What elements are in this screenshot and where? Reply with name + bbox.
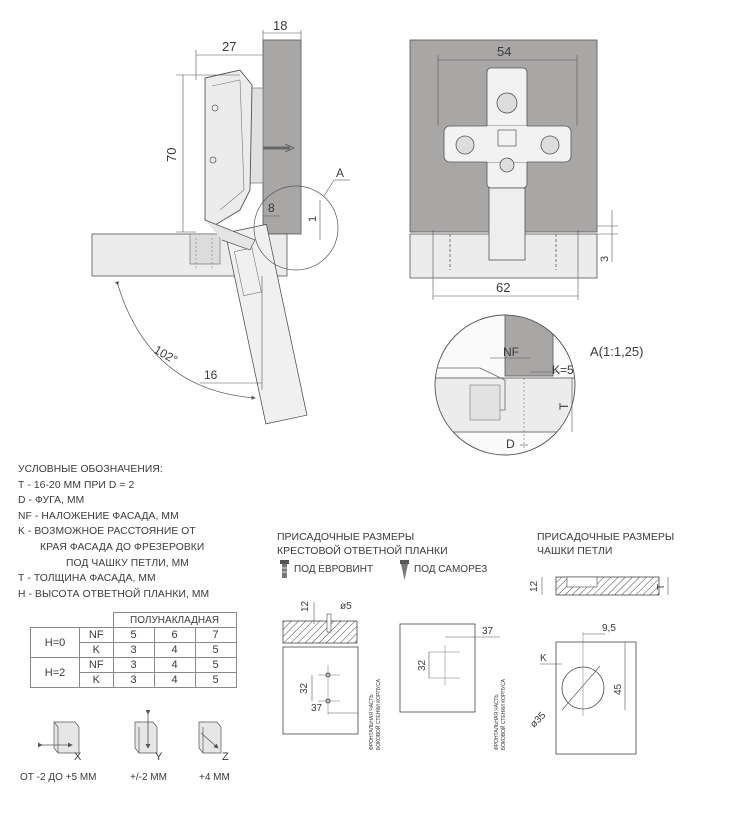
cross-side-text-2: БОКОВОЙ СТЕНКИ КОРПУСА bbox=[374, 678, 382, 750]
adjust-y-caption: +/-2 ММ bbox=[130, 772, 167, 783]
detail-t: T bbox=[557, 402, 571, 410]
adjust-x-caption: ОТ -2 ДО +5 ММ bbox=[20, 772, 97, 783]
cross-side-text-4: БОКОВОЙ СТЕНКИ КОРПУСА bbox=[499, 678, 507, 750]
legend-k-cont-2: ПОД ЧАШКУ ПЕТЛИ, ММ bbox=[66, 557, 189, 569]
cup-dim-95: 9,5 bbox=[602, 623, 616, 634]
adjust-icons: X Y Z bbox=[38, 710, 229, 763]
cube-y-icon: Y bbox=[134, 710, 163, 763]
detail-nf: NF bbox=[503, 345, 519, 359]
adjust-z-caption: +4 ММ bbox=[199, 772, 230, 783]
wood-screw-icon bbox=[400, 560, 409, 580]
euro-screw-label: ПОД ЕВРОВИНТ bbox=[294, 564, 374, 575]
table-cell: 3 bbox=[112, 672, 155, 688]
cube-z-icon: Z bbox=[198, 721, 229, 763]
table-header: ПОЛУНАКЛАДНАЯ bbox=[112, 612, 237, 628]
dim-16: 16 bbox=[204, 368, 218, 382]
legend-t: Т - 16-20 ММ ПРИ D = 2 bbox=[18, 479, 135, 491]
cross-plate-drawings: 12 ø5 32 37 ФРОНТАЛЬНАЯ ЧАСТЬ БОКОВОЙ СТ… bbox=[280, 560, 507, 750]
cross-plate-title-2: КРЕСТОВОЙ ОТВЕТНОЙ ПЛАНКИ bbox=[277, 545, 448, 557]
table-k-label: K bbox=[79, 642, 114, 658]
table-cell: 5 bbox=[112, 627, 155, 643]
table-h0: H=0 bbox=[30, 627, 80, 658]
dim-1: 1 bbox=[307, 216, 319, 222]
detail-a: NF K=5 T D A(1:1,25) bbox=[434, 314, 643, 456]
cup-title-2: ЧАШКИ ПЕТЛИ bbox=[537, 545, 613, 557]
table-cell: 3 bbox=[112, 657, 155, 673]
wood-screw-label: ПОД САМОРЕЗ bbox=[414, 564, 488, 575]
table-k-label: K bbox=[79, 672, 114, 688]
dim-70: 70 bbox=[164, 148, 179, 162]
cross-dim-37a: 37 bbox=[311, 703, 323, 714]
table-cell: 5 bbox=[194, 642, 237, 658]
adjust-y-label: Y bbox=[155, 751, 163, 763]
callout-a: A bbox=[336, 166, 344, 180]
dim-54: 54 bbox=[497, 44, 511, 59]
front-view: 54 62 3 bbox=[409, 39, 618, 300]
cross-dim-32b: 32 bbox=[417, 659, 428, 671]
cup-dim-35: ø35 bbox=[528, 710, 548, 730]
detail-title: A(1:1,25) bbox=[590, 344, 643, 359]
table-cell: 4 bbox=[153, 642, 196, 658]
dim-18: 18 bbox=[273, 18, 287, 33]
cup-dim-45: 45 bbox=[613, 683, 624, 695]
cup-title: ПРИСАДОЧНЫЕ РАЗМЕРЫ ЧАШКИ ПЕТЛИ bbox=[537, 530, 674, 558]
cross-plate-title-1: ПРИСАДОЧНЫЕ РАЗМЕРЫ bbox=[277, 531, 415, 543]
dim-8: 8 bbox=[268, 201, 275, 215]
cup-title-1: ПРИСАДОЧНЫЕ РАЗМЕРЫ bbox=[537, 531, 675, 543]
table-cell: 4 bbox=[153, 672, 196, 688]
cross-dim-32a: 32 bbox=[299, 682, 310, 694]
legend-k-cont-1: КРАЯ ФАСАДА ДО ФРЕЗЕРОВКИ bbox=[40, 541, 205, 553]
adjust-x-label: X bbox=[74, 751, 82, 763]
adjust-z-label: Z bbox=[222, 751, 229, 763]
table-cell: 6 bbox=[153, 627, 196, 643]
table-cell: 3 bbox=[112, 642, 155, 658]
table-cell: 5 bbox=[194, 657, 237, 673]
dim-27: 27 bbox=[222, 39, 236, 54]
legend-t2: Т - ТОЛЩИНА ФАСАДА, ММ bbox=[18, 573, 156, 585]
table-h2: H=2 bbox=[30, 657, 80, 688]
euro-screw-icon bbox=[280, 560, 289, 578]
legend-nf: NF - НАЛОЖЕНИЕ ФАСАДА, ММ bbox=[18, 510, 179, 522]
table-cell: 7 bbox=[194, 627, 237, 643]
cup-drawings: 12 T 9,5 45 K ø35 bbox=[528, 576, 669, 755]
dim-62: 62 bbox=[496, 280, 510, 295]
overlay-table: ПОЛУНАКЛАДНАЯ H=0 NF 5 6 7 K 3 4 5 H=2 N… bbox=[30, 612, 237, 688]
detail-k: K=5 bbox=[552, 363, 574, 377]
cross-side-text-3: ФРОНТАЛЬНАЯ ЧАСТЬ bbox=[494, 694, 500, 750]
cross-dim-37b: 37 bbox=[482, 626, 494, 637]
dim-3: 3 bbox=[599, 256, 611, 262]
legend-d: D - ФУГА, ММ bbox=[18, 495, 85, 507]
side-view: 18 27 70 8 1 A 102° 16 bbox=[91, 18, 350, 425]
legend-h: Н - ВЫСОТА ОТВЕТНОЙ ПЛАНКИ, ММ bbox=[18, 588, 210, 600]
table-cell: 5 bbox=[194, 672, 237, 688]
legend-k: K - ВОЗМОЖНОЕ РАССТОЯНИЕ ОТ bbox=[18, 526, 196, 538]
cup-dim-12: 12 bbox=[529, 580, 540, 592]
cup-dim-k: K bbox=[540, 653, 547, 664]
detail-d: D bbox=[506, 437, 515, 451]
table-nf-label: NF bbox=[79, 657, 114, 673]
cross-dim-5: ø5 bbox=[340, 601, 352, 612]
table-nf-label: NF bbox=[79, 627, 114, 643]
cross-plate-title: ПРИСАДОЧНЫЕ РАЗМЕРЫ КРЕСТОВОЙ ОТВЕТНОЙ П… bbox=[277, 530, 448, 558]
cross-dim-12: 12 bbox=[300, 600, 311, 612]
legend-title: УСЛОВНЫЕ ОБОЗНАЧЕНИЯ: bbox=[18, 464, 163, 475]
cube-x-icon: X bbox=[38, 721, 82, 763]
cross-side-text-1: ФРОНТАЛЬНАЯ ЧАСТЬ bbox=[369, 694, 375, 750]
cup-dim-t: T bbox=[656, 584, 667, 590]
table-cell: 4 bbox=[153, 657, 196, 673]
legend: УСЛОВНЫЕ ОБОЗНАЧЕНИЯ: Т - 16-20 ММ ПРИ D… bbox=[18, 462, 209, 602]
